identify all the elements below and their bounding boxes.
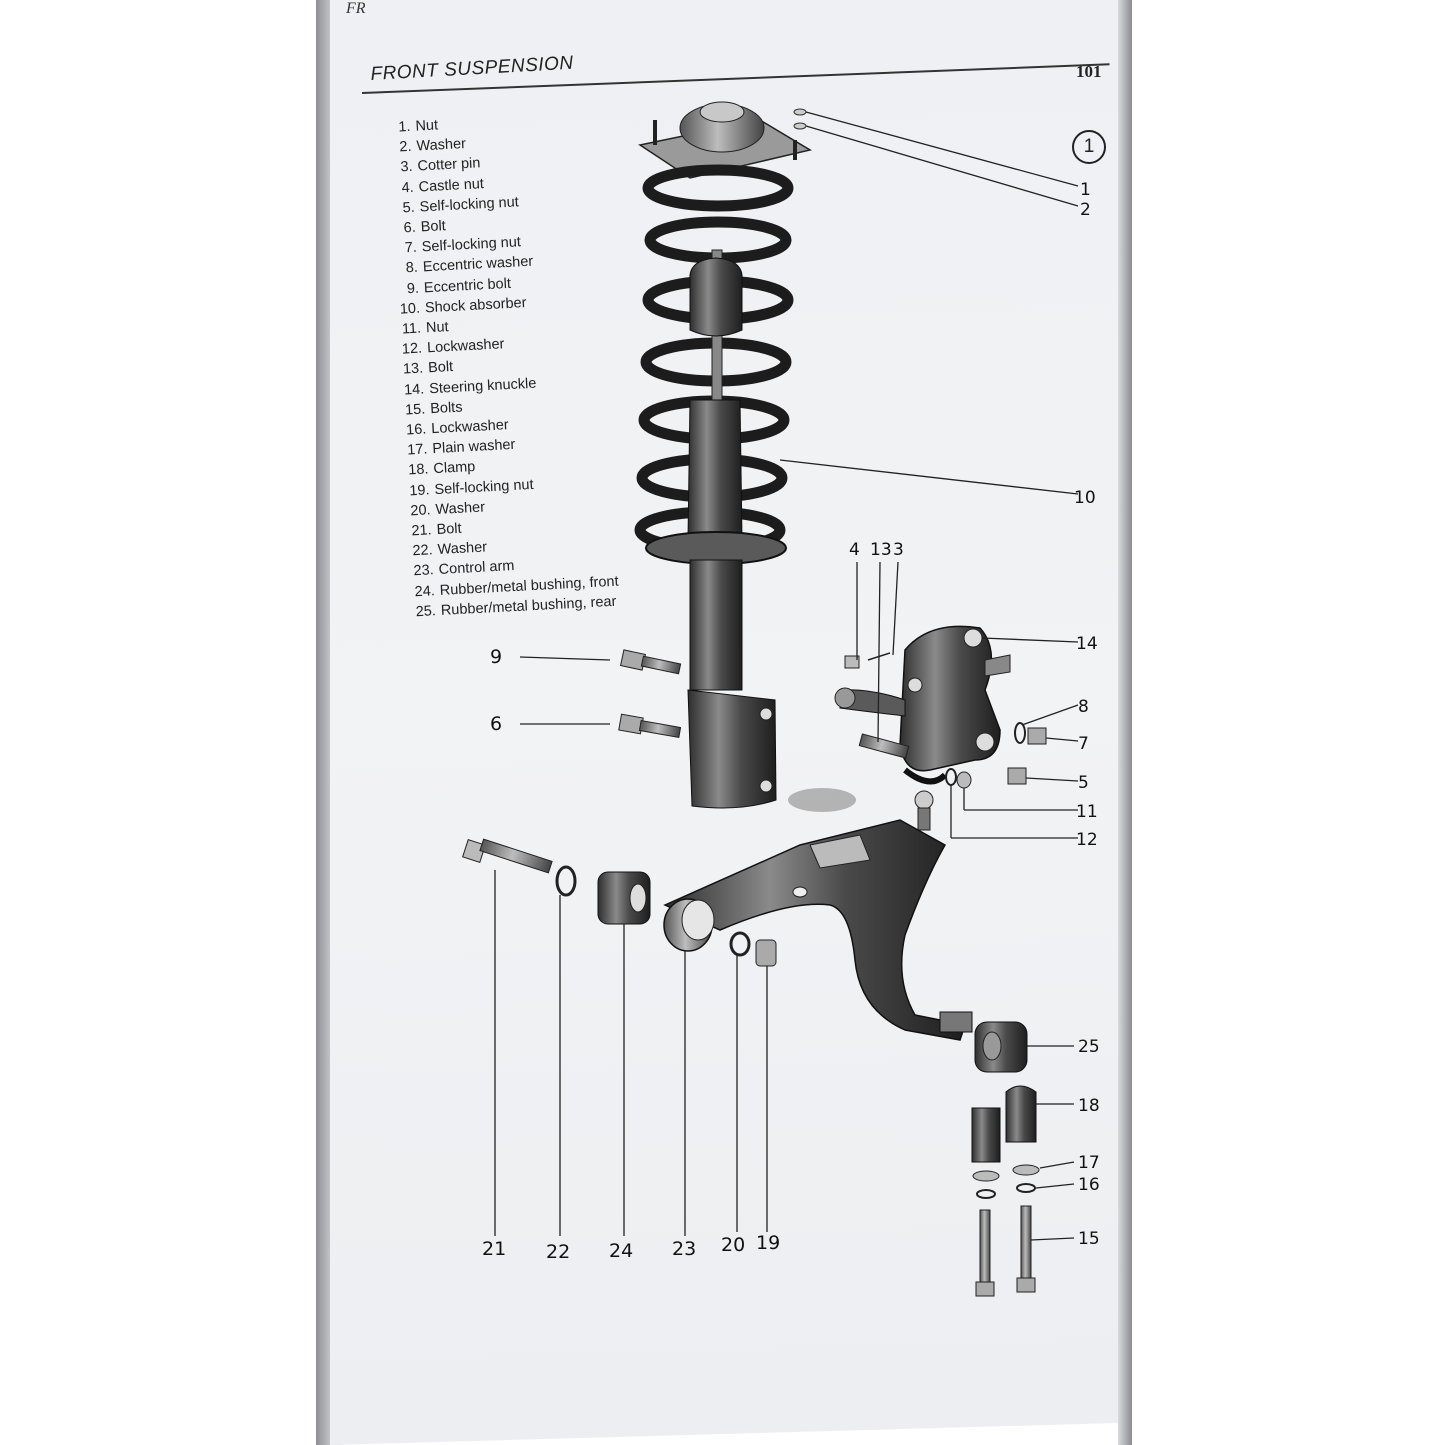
callout-23: 23 bbox=[672, 1238, 697, 1260]
self-locking-nut-5 bbox=[1007, 767, 1027, 785]
clamp bbox=[971, 1085, 1037, 1163]
callout-10: 10 bbox=[1074, 488, 1096, 508]
page-edge bbox=[1118, 0, 1132, 1445]
running-header-fragment: FR bbox=[346, 0, 366, 17]
front-bushing bbox=[597, 871, 651, 925]
callout-7: 7 bbox=[1078, 734, 1089, 754]
lockwasher-12 bbox=[945, 768, 957, 786]
callout-24: 24 bbox=[609, 1240, 634, 1262]
nut-11 bbox=[956, 771, 972, 789]
callout-22: 22 bbox=[546, 1241, 571, 1263]
washer-22 bbox=[555, 865, 577, 897]
callout-19: 19 bbox=[756, 1232, 781, 1254]
callout-20: 20 bbox=[721, 1234, 746, 1256]
page-number: 101 bbox=[1076, 62, 1102, 81]
bolt-21 bbox=[462, 838, 553, 874]
dust-boot bbox=[687, 399, 743, 541]
callout-12: 12 bbox=[1076, 830, 1098, 850]
control-arm bbox=[663, 819, 973, 1041]
callout-15: 15 bbox=[1078, 1229, 1100, 1249]
washer-20 bbox=[729, 931, 751, 957]
callout-11: 11 bbox=[1076, 802, 1098, 822]
strut-bolt bbox=[618, 713, 682, 738]
bump-stop bbox=[689, 257, 743, 337]
eccentric-bolt bbox=[619, 649, 682, 675]
callout-16: 16 bbox=[1078, 1175, 1100, 1195]
figure-number-badge: 1 bbox=[1072, 130, 1106, 164]
lockwasher-16b bbox=[1016, 1183, 1036, 1193]
self-locking-nut-7 bbox=[1027, 727, 1047, 745]
bolts-15 bbox=[975, 1205, 1036, 1297]
ball-joint bbox=[914, 790, 934, 831]
rear-bushing bbox=[974, 1021, 1028, 1073]
castle-nut bbox=[844, 655, 860, 669]
eccentric-washer bbox=[1014, 722, 1026, 744]
callout-13: 13 bbox=[870, 540, 892, 560]
knuckle-bolt bbox=[858, 733, 910, 759]
callout-18: 18 bbox=[1078, 1096, 1100, 1116]
callout-17: 17 bbox=[1078, 1153, 1100, 1173]
callout-2: 2 bbox=[1080, 200, 1091, 220]
callout-4: 4 bbox=[849, 540, 860, 560]
callout-6: 6 bbox=[490, 713, 503, 735]
callout-9: 9 bbox=[490, 646, 503, 668]
callout-1: 1 bbox=[1080, 180, 1091, 200]
leader-lines bbox=[494, 111, 1079, 1241]
strut-top-mount bbox=[638, 101, 812, 179]
callout-25: 25 bbox=[1078, 1037, 1100, 1057]
callout-8: 8 bbox=[1078, 697, 1089, 717]
callout-14: 14 bbox=[1076, 634, 1098, 654]
strut-body bbox=[687, 559, 777, 809]
plain-washer-17b bbox=[1012, 1164, 1040, 1176]
ink-smudge bbox=[788, 788, 856, 812]
spring-seat bbox=[645, 531, 787, 565]
callout-21: 21 bbox=[482, 1238, 507, 1260]
plain-washer-17a bbox=[972, 1170, 1000, 1182]
callout-3: 3 bbox=[893, 540, 904, 560]
lockwasher-16a bbox=[976, 1189, 996, 1199]
nut-19 bbox=[755, 939, 777, 967]
callout-5: 5 bbox=[1078, 773, 1089, 793]
steering-knuckle bbox=[834, 625, 1011, 785]
